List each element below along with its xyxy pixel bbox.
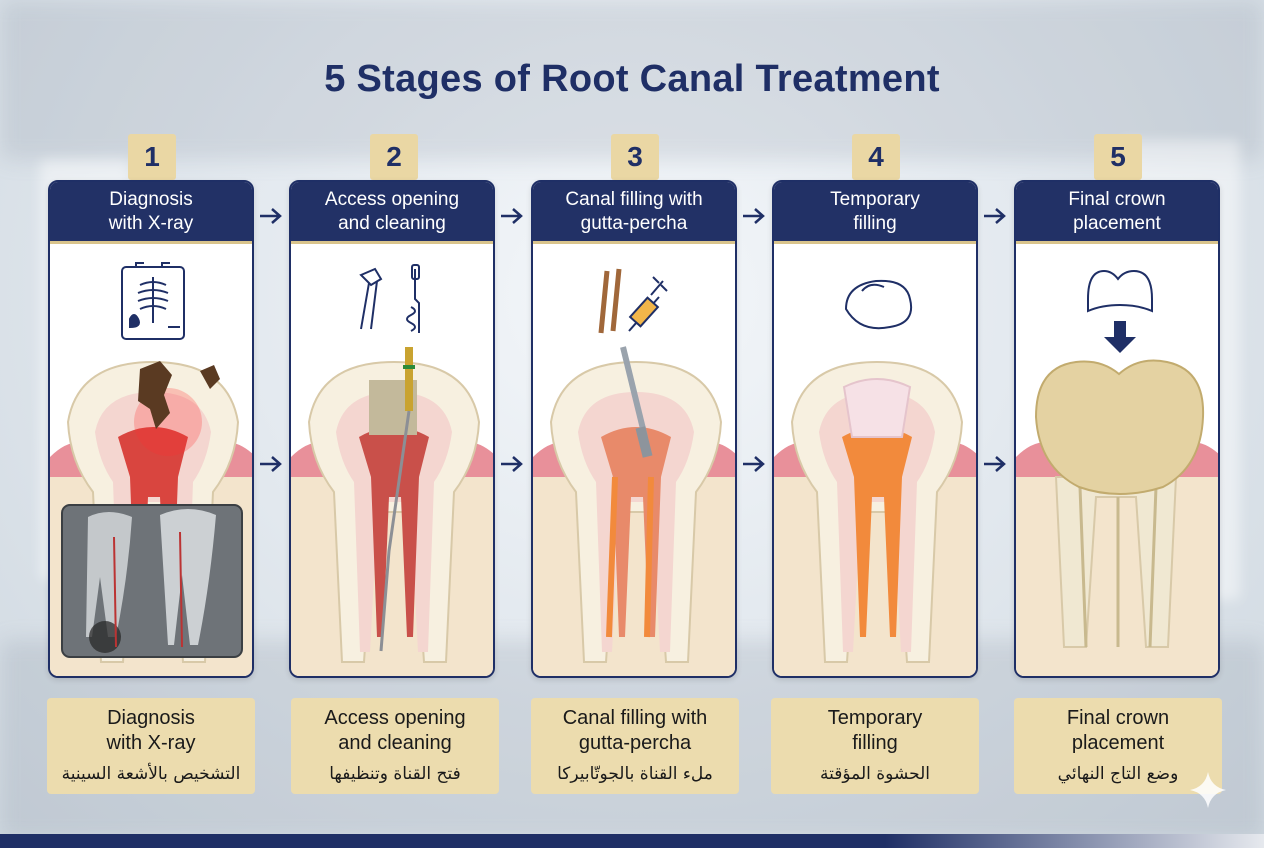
- stage-5-number: 5: [1094, 134, 1142, 180]
- stage-1-header: Diagnosis with X-ray: [50, 182, 252, 244]
- stage-2-illustration: [291, 264, 493, 676]
- arrow-right-icon: [743, 208, 765, 224]
- temporary-filling-icon: [844, 279, 912, 330]
- stage-5-card: Final crown placement: [1014, 180, 1220, 678]
- stage-2-label-english: Access opening and cleaning: [324, 707, 466, 754]
- stage-3-illustration: [533, 268, 735, 676]
- crown-icon: [1087, 269, 1153, 313]
- stage-1-illustration: [50, 262, 252, 676]
- stage-5-label-english: Final crown placement: [1066, 707, 1170, 754]
- footer-bar: [0, 834, 1264, 848]
- stage-2-label-arabic: فتح القناة وتنظيفها: [329, 764, 461, 784]
- arrow-right-icon: [984, 208, 1006, 224]
- stage-2-number: 2: [370, 134, 418, 180]
- stage-4-card: Temporary filling: [772, 180, 978, 678]
- stage-3-label-arabic: ملء القناة بالجوتّابيركا: [557, 764, 713, 784]
- stage-3-label: Canal filling with gutta-percha ملء القن…: [531, 698, 739, 794]
- stage-2-header: Access opening and cleaning: [291, 182, 493, 244]
- x-ray-icon: [121, 262, 185, 340]
- stage-1-number: 1: [128, 134, 176, 180]
- gutta-percha-syringe-icon: [598, 268, 668, 334]
- stage-3-label-english: Canal filling with gutta-percha: [562, 707, 708, 754]
- arrow-right-icon: [260, 208, 282, 224]
- stage-1-label: Diagnosis with X-ray التشخيص بالأشعة الس…: [47, 698, 255, 794]
- stage-4-label-english: Temporary filling: [827, 707, 923, 754]
- stage-4-illustration: [774, 279, 976, 676]
- arrow-right-icon: [260, 456, 282, 472]
- stage-4-label-arabic: الحشوة المؤقتة: [819, 764, 931, 784]
- stage-1-card: Diagnosis with X-ray: [48, 180, 254, 678]
- stage-3-header: Canal filling with gutta-percha: [533, 182, 735, 244]
- stage-5-illustration: [1016, 269, 1218, 676]
- stage-4-label: Temporary filling الحشوة المؤقتة: [771, 698, 979, 794]
- arrow-right-icon: [743, 456, 765, 472]
- page-title: 5 Stages of Root Canal Treatment: [324, 58, 940, 100]
- arrow-right-icon: [501, 456, 523, 472]
- stage-3-card: Canal filling with gutta-percha: [531, 180, 737, 678]
- stage-2-card: Access opening and cleaning: [289, 180, 495, 678]
- arrow-right-icon: [501, 208, 523, 224]
- sparkle-icon: [1190, 772, 1226, 808]
- dental-drill-file-icon: [359, 264, 420, 333]
- stage-4-header: Temporary filling: [774, 182, 976, 244]
- stage-5-label-arabic: وضع التاج النهائي: [1057, 764, 1179, 784]
- stage-1-label-arabic: التشخيص بالأشعة السينية: [61, 764, 241, 784]
- stage-5-header: Final crown placement: [1016, 182, 1218, 244]
- stage-4-number: 4: [852, 134, 900, 180]
- stage-3-number: 3: [611, 134, 659, 180]
- down-arrow-icon: [1104, 321, 1136, 353]
- stage-2-label: Access opening and cleaning فتح القناة و…: [291, 698, 499, 794]
- stage-1-label-english: Diagnosis with X-ray: [106, 707, 196, 754]
- arrow-right-icon: [984, 456, 1006, 472]
- stage-5-label: Final crown placement وضع التاج النهائي: [1014, 698, 1222, 794]
